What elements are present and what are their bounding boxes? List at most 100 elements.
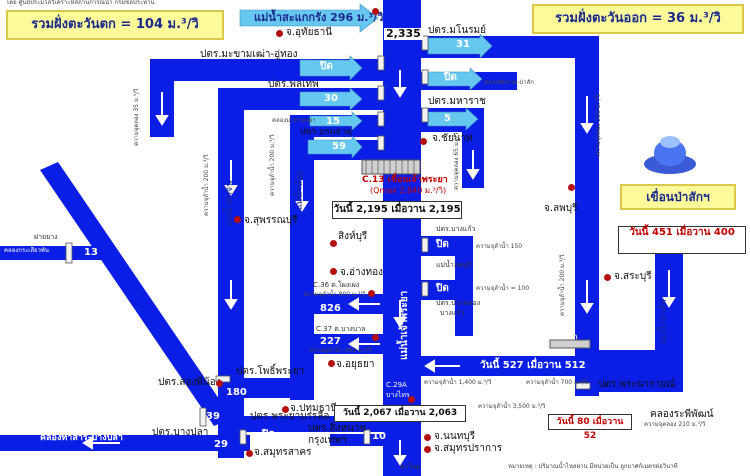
top-note: โดย ศูนย์ประมวลวิเคราะห์สถานการณ์น้ำ กรม… xyxy=(6,0,155,6)
cap-35-label: ความจุคลอง 35 ม.³/วิ xyxy=(133,88,140,146)
station-dot xyxy=(216,380,223,387)
tha-chin-lower xyxy=(218,378,308,398)
uthai-thani: จ.อุทัยธานี xyxy=(286,27,333,38)
phraya-bunrot-regulator: ปตร.พระยาบรรลือ xyxy=(250,411,330,422)
pho-phraya-flow: 180 xyxy=(226,387,247,398)
east-total-box: รวมฝั่งตะวันออก = 36 ม.³/วิ xyxy=(532,4,744,34)
cap-1400: ความจุลำน้ำ 1,400 ม.³/วิ xyxy=(424,379,492,386)
rabi-phat-cap: ความจุคลอง 210 ม.³/วิ xyxy=(644,421,706,428)
cap-700: ความจุลำน้ำ 700 ม.³/วิ xyxy=(526,379,588,386)
sakae-krang-label: แม่น้ำสะแกกรัง 296 ม.³/วิ xyxy=(254,11,384,24)
bang-kaeo-regulator: ปตร.บางแก้ว xyxy=(436,225,476,233)
lopburi-river xyxy=(455,236,473,336)
chainat-pasak-canal-label: คลองชัยนาท-ป่าสัก xyxy=(484,79,534,86)
chao-phraya-dam-gate xyxy=(361,159,421,175)
flow-arrows xyxy=(82,70,676,466)
bang-kaeo-flow: ปิด xyxy=(436,239,449,250)
station-dot xyxy=(372,8,379,15)
suphan-buri: จ.สุพรรณบุรี xyxy=(244,215,298,226)
tha-san-canal xyxy=(0,435,250,451)
chao-phraya-trunk xyxy=(383,0,421,476)
borommathat-regulator: ปตร.บรมธาตุ xyxy=(300,127,353,137)
cap-65-label: ความจุคลอง 65 ม.³/วิ xyxy=(453,132,460,190)
rama6-dam xyxy=(549,339,591,349)
lopburi-river-label: แม่น้ำลพบุรี xyxy=(436,261,471,269)
cap-200b-label: ความจุลำน้ำ 200 ม.³/วิ xyxy=(269,134,276,196)
phonlathep-flow: 30 xyxy=(324,93,338,104)
tha-san-canal-label: คลองท่าสาร-บางปลา xyxy=(40,433,123,443)
footer-note: หมายเหตุ : ปริมาณน้ำไหลผ่าน มีหน่วยเป็น … xyxy=(508,463,678,470)
c13-qmax: (Qmax 2,840 ม.³/วิ) xyxy=(370,186,447,195)
singhanat-canal xyxy=(330,434,386,446)
krung-thep-flow: 10 xyxy=(372,431,386,442)
ayutthaya: จ.อยุธยา xyxy=(336,359,375,370)
station-dot xyxy=(330,268,337,275)
c37-flow: 227 xyxy=(320,336,341,347)
c37-cap: ความจุลำน้ำ 400 ม.³/วิ xyxy=(310,347,372,354)
nonthaburi: จ.นนทบุรี xyxy=(434,431,476,442)
c37-canal xyxy=(300,334,386,354)
c29a-label: C.29A xyxy=(386,381,407,389)
cap-3500: ความจุลำน้ำ 3,500 ม.³/วิ xyxy=(478,403,546,410)
rama6-dam-label: เขื่อนพระรามหก xyxy=(528,333,578,341)
station-dot xyxy=(424,446,431,453)
chao-phraya-river-label: แม่น้ำเจ้าพระยา xyxy=(399,290,410,360)
phraya-bunrot-flow: ปิด xyxy=(262,429,275,440)
c36-flow: 826 xyxy=(320,303,341,314)
dam-gate-lines xyxy=(365,160,415,174)
rabi-phat-label: คลองระพีพัฒน์ xyxy=(650,409,714,420)
krasiao-canal xyxy=(0,246,110,260)
tha-chin-river xyxy=(218,88,244,400)
bang-sai-reading: วันนี้ 2,067 เมื่อวาน 2,063 xyxy=(334,405,466,422)
regulator-gates xyxy=(65,35,591,445)
station-dot xyxy=(424,434,431,441)
cap-210-label: ความจุคลอง 210 ม.³/วิ xyxy=(595,94,602,156)
manorom-regulator: ปตร.มโนรมย์ xyxy=(428,25,487,36)
khlong-west-15: 15 xyxy=(326,116,340,127)
pasak-join xyxy=(575,350,683,392)
pho-phraya-regulator: ปตร.โพธิ์พระยา xyxy=(236,366,305,377)
saraburi: จ.สระบุรี xyxy=(614,271,652,282)
tha-thai-label: ท่าไทย xyxy=(400,463,421,471)
c36-canal xyxy=(300,294,386,314)
bang-kaeo-canal xyxy=(421,236,463,256)
krung-thep: กรุงเทพฯ xyxy=(308,435,347,446)
station-dot xyxy=(282,406,289,413)
station-dot xyxy=(328,360,335,367)
makhamthao-regulator: ปตร.มะขามเฒ่า-อู่ทอง xyxy=(200,49,298,60)
maharaj-regulator: ปตร.มหาราช xyxy=(428,96,486,107)
manorom-flow: 31 xyxy=(456,39,470,50)
bang-pla-flow: 29 xyxy=(214,439,228,450)
krasiao-canal-label: คลองกระเสียวพัน xyxy=(4,247,49,254)
west-total-box: รวมฝั่งตะวันตก = 104 ม.³/วิ xyxy=(6,10,224,40)
station-dot xyxy=(276,30,283,37)
rama6-canal xyxy=(421,356,581,376)
station-dot xyxy=(234,216,241,223)
station-dot xyxy=(408,396,415,403)
c36-cap: ความจุลำน้ำ 800 ม.³/วิ xyxy=(304,291,366,298)
chao-phraya-dam-reading: วันนี้ 2,195 เมื่อวาน 2,195 xyxy=(332,201,462,219)
station-dot xyxy=(246,450,253,457)
cap-150: ความจุลำน้ำ 150 xyxy=(476,243,523,250)
station-dot xyxy=(604,274,611,281)
samut-prakan: จ.สมุทรปราการ xyxy=(434,443,503,454)
station-dot xyxy=(372,334,379,341)
pathum-thani: จ.ปทุมธานี xyxy=(290,403,338,414)
samut-sakhon: จ.สมุทรสาคร xyxy=(254,447,312,458)
khlong-makham-thao: คลองมะขามเฒ่า xyxy=(272,117,316,124)
chao-phraya-top-flow: 2,335 xyxy=(384,27,423,40)
canal-flow-arrows xyxy=(239,3,493,159)
song-phi-nong-river xyxy=(40,162,232,426)
rama6-reading: วันนี้ 527 เมื่อวาน 512 xyxy=(480,360,586,371)
song-phi-nong-flow: 39 xyxy=(206,411,220,422)
pasak-dam-title: เขื่อนป่าสักฯ xyxy=(620,184,736,210)
pasak-dam-reading-box: วันนี้ 451 เมื่อวาน 400 xyxy=(618,226,746,254)
fai-yang: ฝายยาง xyxy=(34,233,58,241)
noi-river-label: แม่น้ำน้อย xyxy=(295,170,305,210)
station-dot xyxy=(368,290,375,297)
chai-nat: จ.ชัยนาท xyxy=(432,133,473,144)
phra-narai-regulator: ปตร.พระนารายณ์ xyxy=(598,379,676,390)
c36-label: C.36 ต.โผงเผง xyxy=(313,281,360,289)
